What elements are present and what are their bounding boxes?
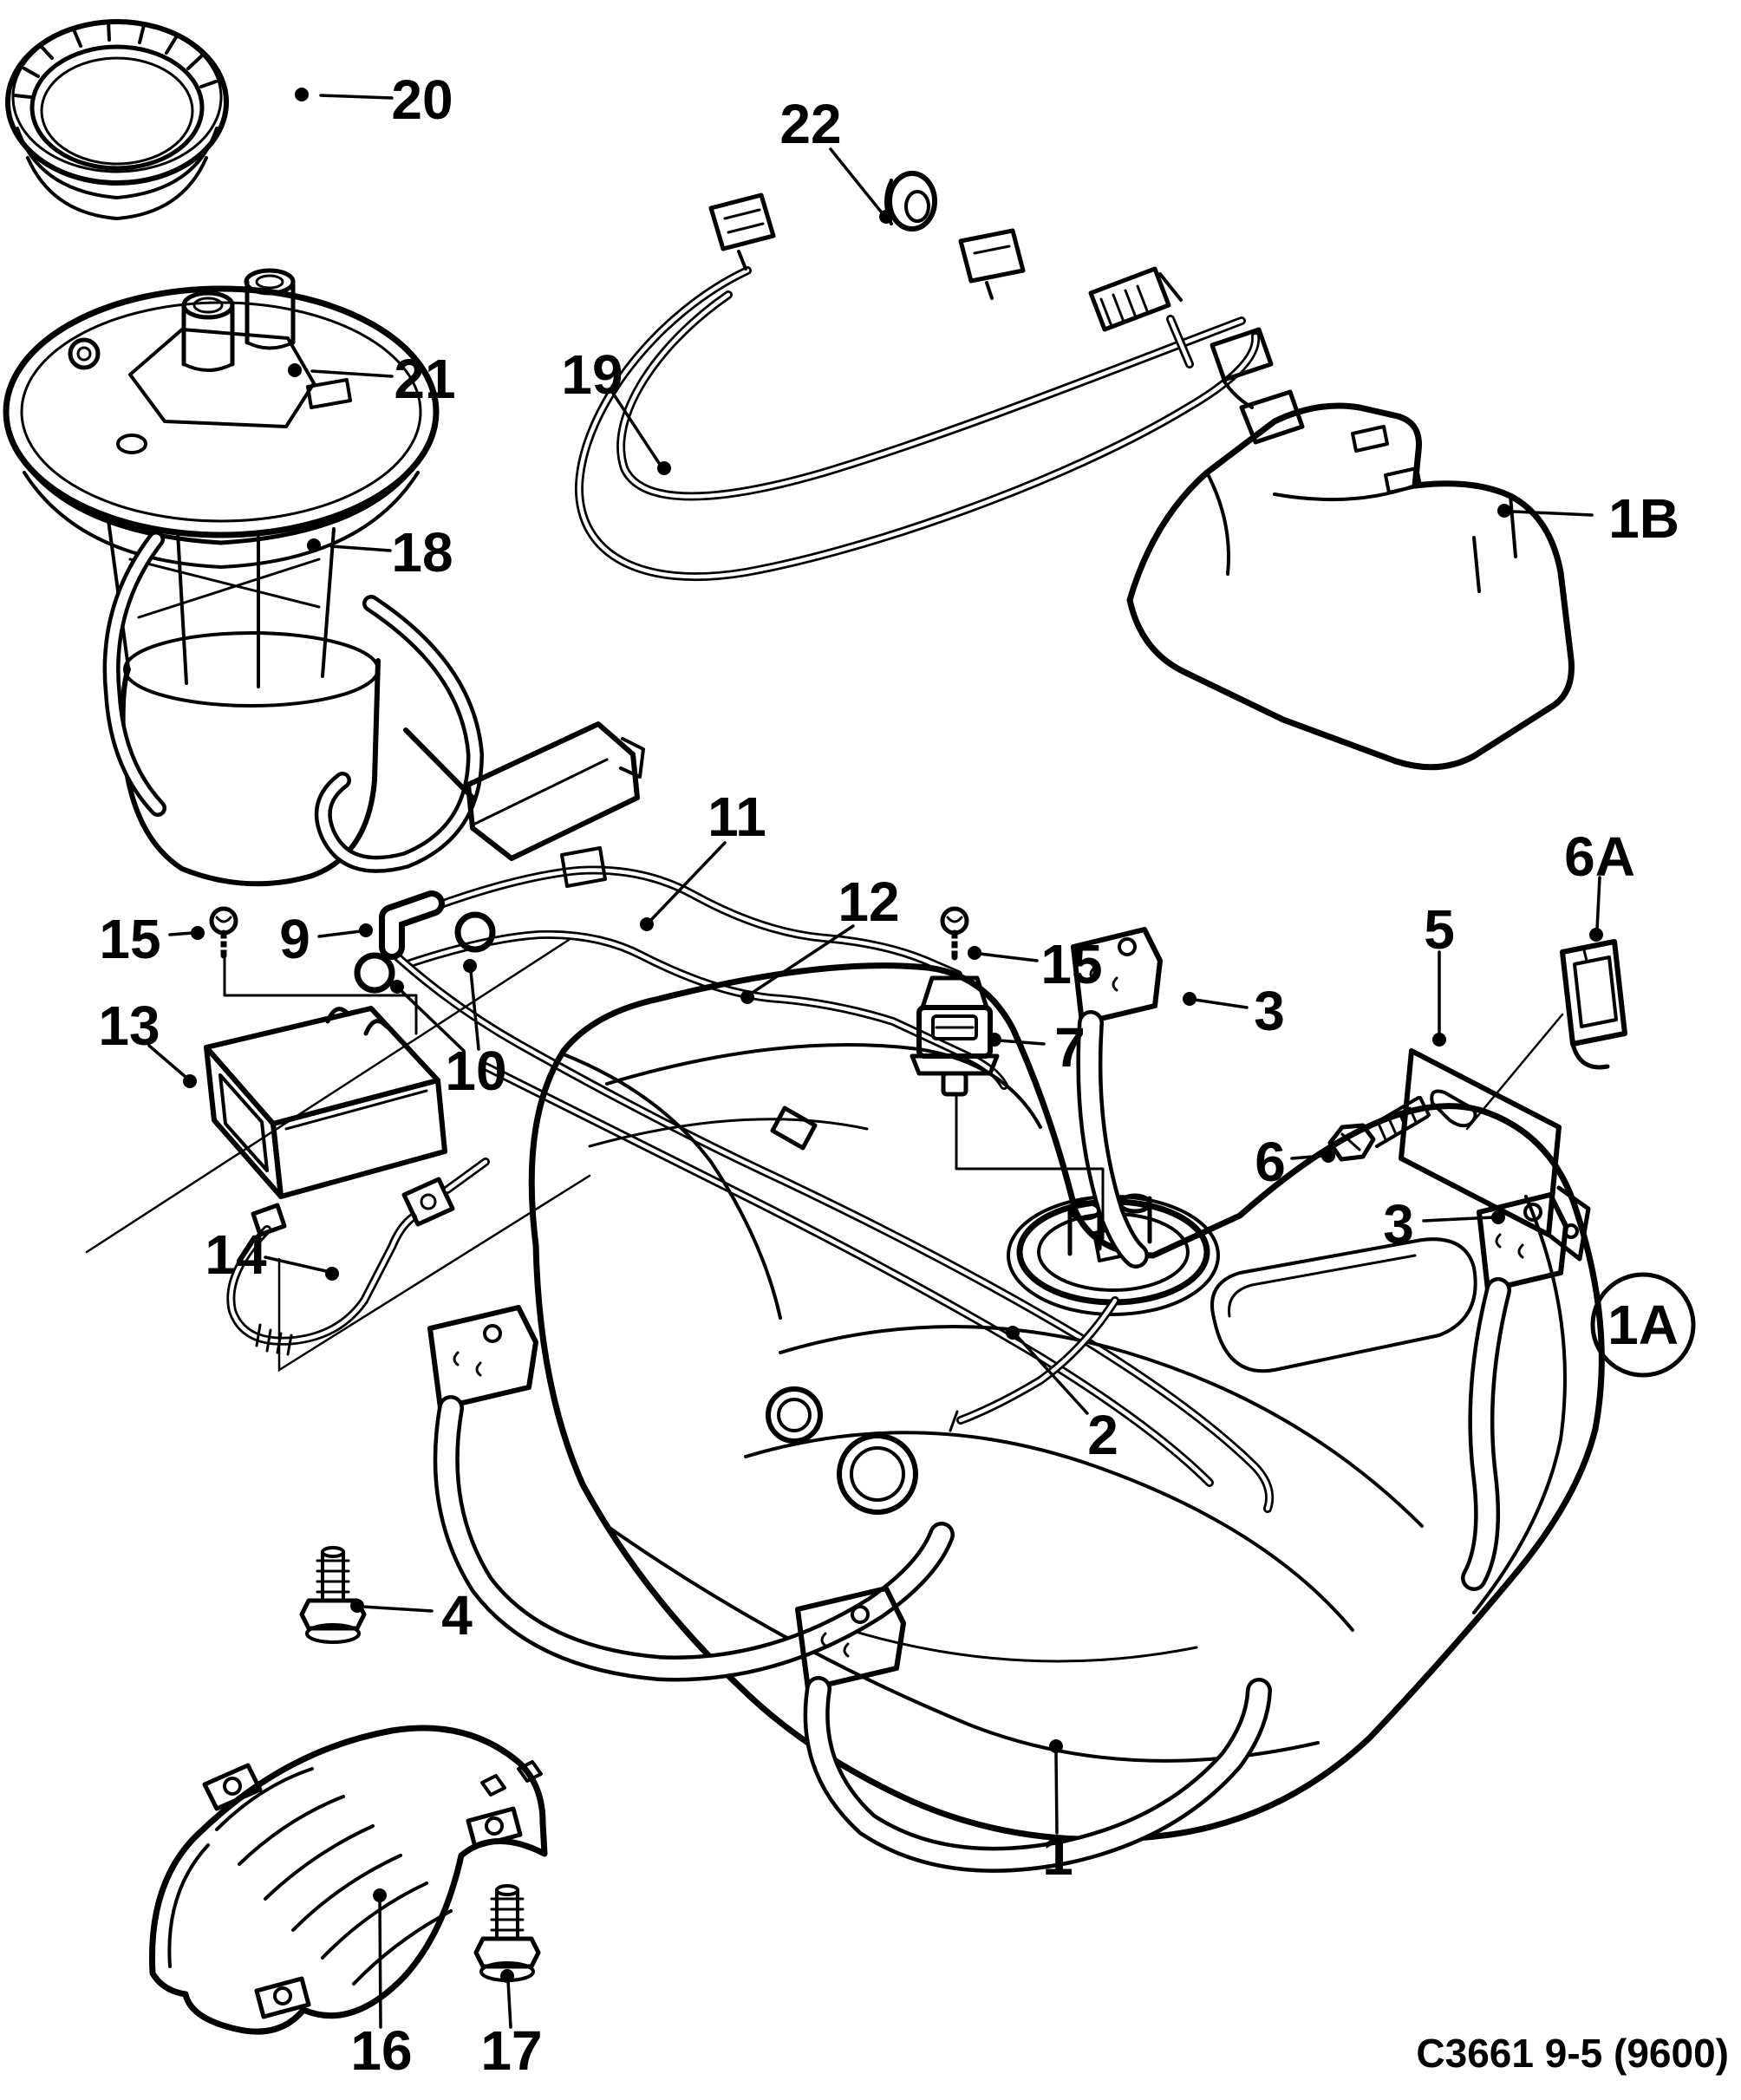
- tank-strap-front-left: [427, 1305, 955, 1682]
- shield-bolt-part-17: [473, 1884, 541, 1982]
- flange-bolt-part-6: [1327, 1096, 1431, 1162]
- fuel-pump-part: [102, 518, 645, 887]
- callout-20[interactable]: 20: [391, 68, 453, 131]
- wiring-harness-part: [574, 192, 1305, 582]
- screw-part-15a: [209, 906, 238, 959]
- callout-15b[interactable]: 15: [1040, 933, 1102, 995]
- grommet-part: [884, 171, 937, 232]
- harness-threaded-fitting: [1088, 266, 1194, 368]
- callout-1A-label: 1A: [1607, 1294, 1679, 1356]
- tank-strap-front-middle: [795, 1586, 1272, 1873]
- harness-connector-c: [1210, 327, 1305, 445]
- float-arm: [403, 727, 475, 800]
- callout-1[interactable]: 1: [1042, 1824, 1073, 1887]
- tank-strap-part-3b: [1461, 1192, 1568, 1591]
- locking-ring-part: [5, 19, 229, 220]
- callout-11[interactable]: 11: [707, 786, 766, 848]
- callout-18[interactable]: 18: [391, 521, 453, 584]
- callout-10[interactable]: 10: [445, 1040, 506, 1102]
- screw-part-15b: [940, 906, 969, 961]
- elbow-hose-part: [379, 890, 445, 960]
- callout-7[interactable]: 7: [1054, 1016, 1086, 1079]
- callout-3a[interactable]: 3: [1254, 980, 1285, 1042]
- callout-14[interactable]: 14: [205, 1223, 267, 1286]
- pump-flange-part: [3, 268, 440, 569]
- callout-leaders: [147, 88, 1603, 2029]
- heat-shield-part: [148, 1725, 548, 2035]
- callout-2[interactable]: 2: [1087, 1404, 1118, 1466]
- construction-lines: [85, 938, 1105, 1373]
- hose-clamp-part: [454, 911, 496, 953]
- retainer-clip-part-6A: [1560, 939, 1627, 1070]
- strap-bolt-part-4: [299, 1546, 367, 1644]
- callout-12[interactable]: 12: [838, 871, 899, 933]
- ring-castellations: [13, 20, 218, 99]
- harness-connector-b: [958, 228, 1026, 300]
- callout-4[interactable]: 4: [441, 1584, 473, 1647]
- fuel-hose-part: [226, 1158, 490, 1356]
- callout-9[interactable]: 9: [279, 908, 310, 970]
- flange-port-a: [181, 290, 235, 372]
- callout-1B[interactable]: 1B: [1608, 487, 1679, 550]
- callout-6A[interactable]: 6A: [1564, 825, 1635, 888]
- level-sender-part: [466, 721, 645, 861]
- callout-6[interactable]: 6: [1255, 1131, 1286, 1193]
- callout-16[interactable]: 16: [350, 2019, 412, 2082]
- fuel-tank-part: [528, 962, 1605, 1842]
- callout-15a[interactable]: 15: [99, 908, 160, 970]
- callout-19[interactable]: 19: [561, 343, 623, 406]
- tank-cover-part: [1126, 402, 1575, 771]
- callout-17[interactable]: 17: [480, 2019, 542, 2082]
- harness-connector-a: [708, 192, 776, 271]
- canister-part: [204, 1006, 447, 1199]
- callout-1A-circled[interactable]: 1A: [1590, 1272, 1696, 1378]
- callout-22[interactable]: 22: [779, 93, 841, 155]
- flange-port-b: [244, 268, 296, 350]
- callout-13[interactable]: 13: [98, 995, 160, 1057]
- filler-ports: [766, 1386, 918, 1515]
- callout-3b[interactable]: 3: [1383, 1193, 1414, 1255]
- callout-21[interactable]: 21: [394, 348, 455, 410]
- hose-clamp-part: [354, 952, 395, 994]
- callout-5[interactable]: 5: [1424, 898, 1455, 961]
- drawing-code: C3661 9-5 (9600): [1416, 2031, 1729, 2076]
- callout-labels: 20 21 18 22 19 1B 11 12 15 9 10 13 14 15…: [98, 68, 1696, 2082]
